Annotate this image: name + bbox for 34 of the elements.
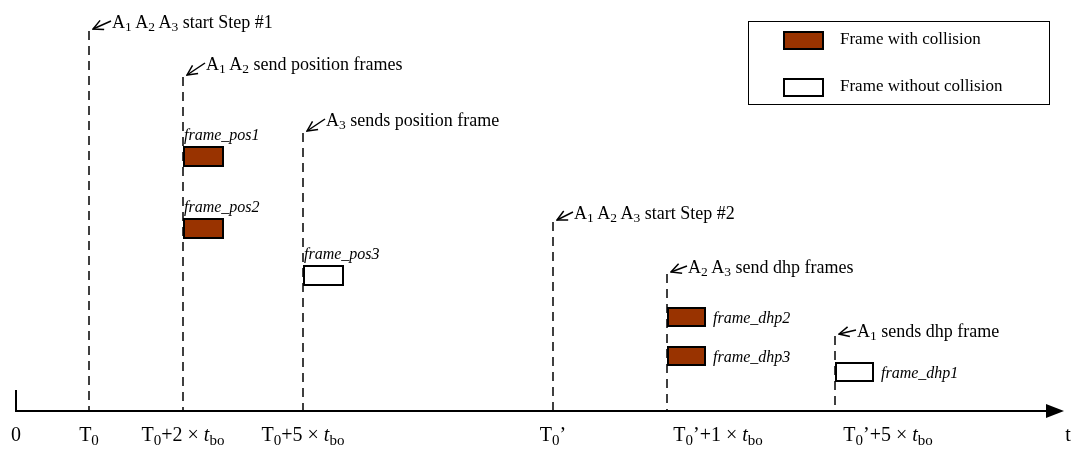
frame-box [303,265,344,286]
tick-label: 0 [11,424,21,444]
frame-label: frame_pos3 [304,245,380,263]
frame-box [183,218,224,239]
frame-box [667,307,706,327]
arrow [92,19,112,31]
arrow [838,326,857,338]
event-label: A$_{1}$ A$_{2}$ A$_{3}$ start Step #2 [574,202,735,224]
tick-label: t [1065,424,1071,444]
arrow [306,118,326,132]
tick-label: T$_{0}$’ [539,424,567,444]
frame-box [835,362,874,382]
frame-label: frame_dhp1 [881,364,959,382]
frame-label: frame_pos2 [184,198,260,216]
legend-text: Frame with collision [840,29,981,49]
frame-label: frame_dhp2 [713,309,791,327]
frame-box [667,346,706,366]
event-label: A$_{1}$ sends dhp frame [857,320,1000,342]
event-label: A$_{1}$ A$_{2}$ send position frames [206,53,403,75]
tick-label: T$_{0}$ [79,424,99,444]
frame-box [183,146,224,167]
frame-label: frame_pos1 [184,126,260,144]
frame-label: frame_dhp3 [713,348,791,366]
arrow [186,62,206,76]
legend-text: Frame without collision [840,76,1003,96]
event-label: A$_{3}$ sends position frame [326,109,500,131]
tick-label: T$_{0}$+2 × t$_{bo}$ [141,424,225,444]
event-label: A$_{1}$ A$_{2}$ A$_{3}$ start Step #1 [112,11,273,33]
arrow [556,210,574,221]
tick-label: T$_{0}$+5 × t$_{bo}$ [261,424,345,444]
tick-label: T$_{0}$’+1 × t$_{bo}$ [673,424,763,444]
arrow [670,263,688,274]
tick-label: T$_{0}$’+5 × t$_{bo}$ [843,424,933,444]
event-label: A$_{2}$ A$_{3}$ send dhp frames [688,256,854,278]
